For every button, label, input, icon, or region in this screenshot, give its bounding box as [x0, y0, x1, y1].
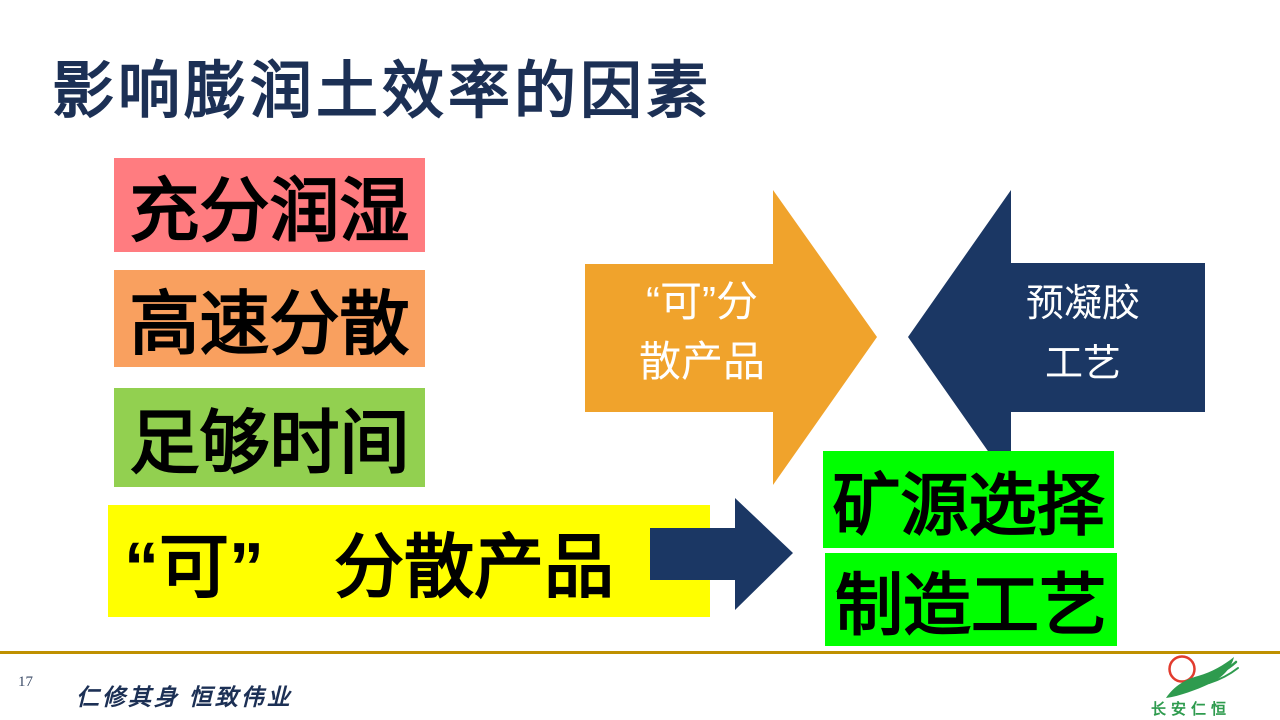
result-box-mineral-source-selection: 矿源选择 — [823, 451, 1114, 548]
footer-motto: 仁修其身 恒致伟业 — [76, 685, 293, 710]
slide-title: 影响膨润土效率的因素 — [52, 57, 713, 126]
company-logo-icon — [1166, 655, 1239, 698]
factor-box-wetting-label: 充分润湿 — [129, 171, 410, 250]
factor-box-dispersible-product: “可” 分散产品 — [108, 505, 710, 617]
factor-box-high-speed-dispersion: 高速分散 — [114, 270, 425, 367]
result-box-process-label: 制造工艺 — [834, 568, 1107, 644]
logo-sun-circle — [1168, 655, 1196, 683]
pregel-process-arrow-label: 预凝胶 工艺 — [963, 274, 1203, 394]
pregel-process-arrow-line2: 工艺 — [1044, 343, 1121, 385]
logo-leaf-shape — [1166, 657, 1234, 698]
dispersible-product-arrow-line1: “可”分 — [646, 278, 758, 325]
result-box-mineral-label: 矿源选择 — [832, 468, 1105, 544]
company-logo-text: 长安仁恒 — [1151, 701, 1232, 718]
pregel-process-arrow-line1: 预凝胶 — [1025, 283, 1140, 325]
dispersible-product-arrow-label: “可”分 散产品 — [582, 272, 822, 392]
factor-box-time-label: 足够时间 — [129, 404, 410, 482]
dispersible-product-arrow-line2: 散产品 — [638, 338, 765, 385]
factor-box-product-label: “可” 分散产品 — [124, 527, 614, 606]
logo-feather-stroke-2 — [1208, 667, 1239, 684]
factor-box-dispersion-label: 高速分散 — [129, 285, 410, 363]
footer-divider-line — [0, 651, 1280, 654]
page-number: 17 — [18, 674, 33, 690]
factor-box-sufficient-time: 足够时间 — [114, 388, 425, 487]
logo-feather-stroke-1 — [1200, 660, 1238, 683]
factor-box-wetting: 充分润湿 — [114, 158, 425, 252]
result-box-manufacturing-process: 制造工艺 — [825, 553, 1117, 646]
